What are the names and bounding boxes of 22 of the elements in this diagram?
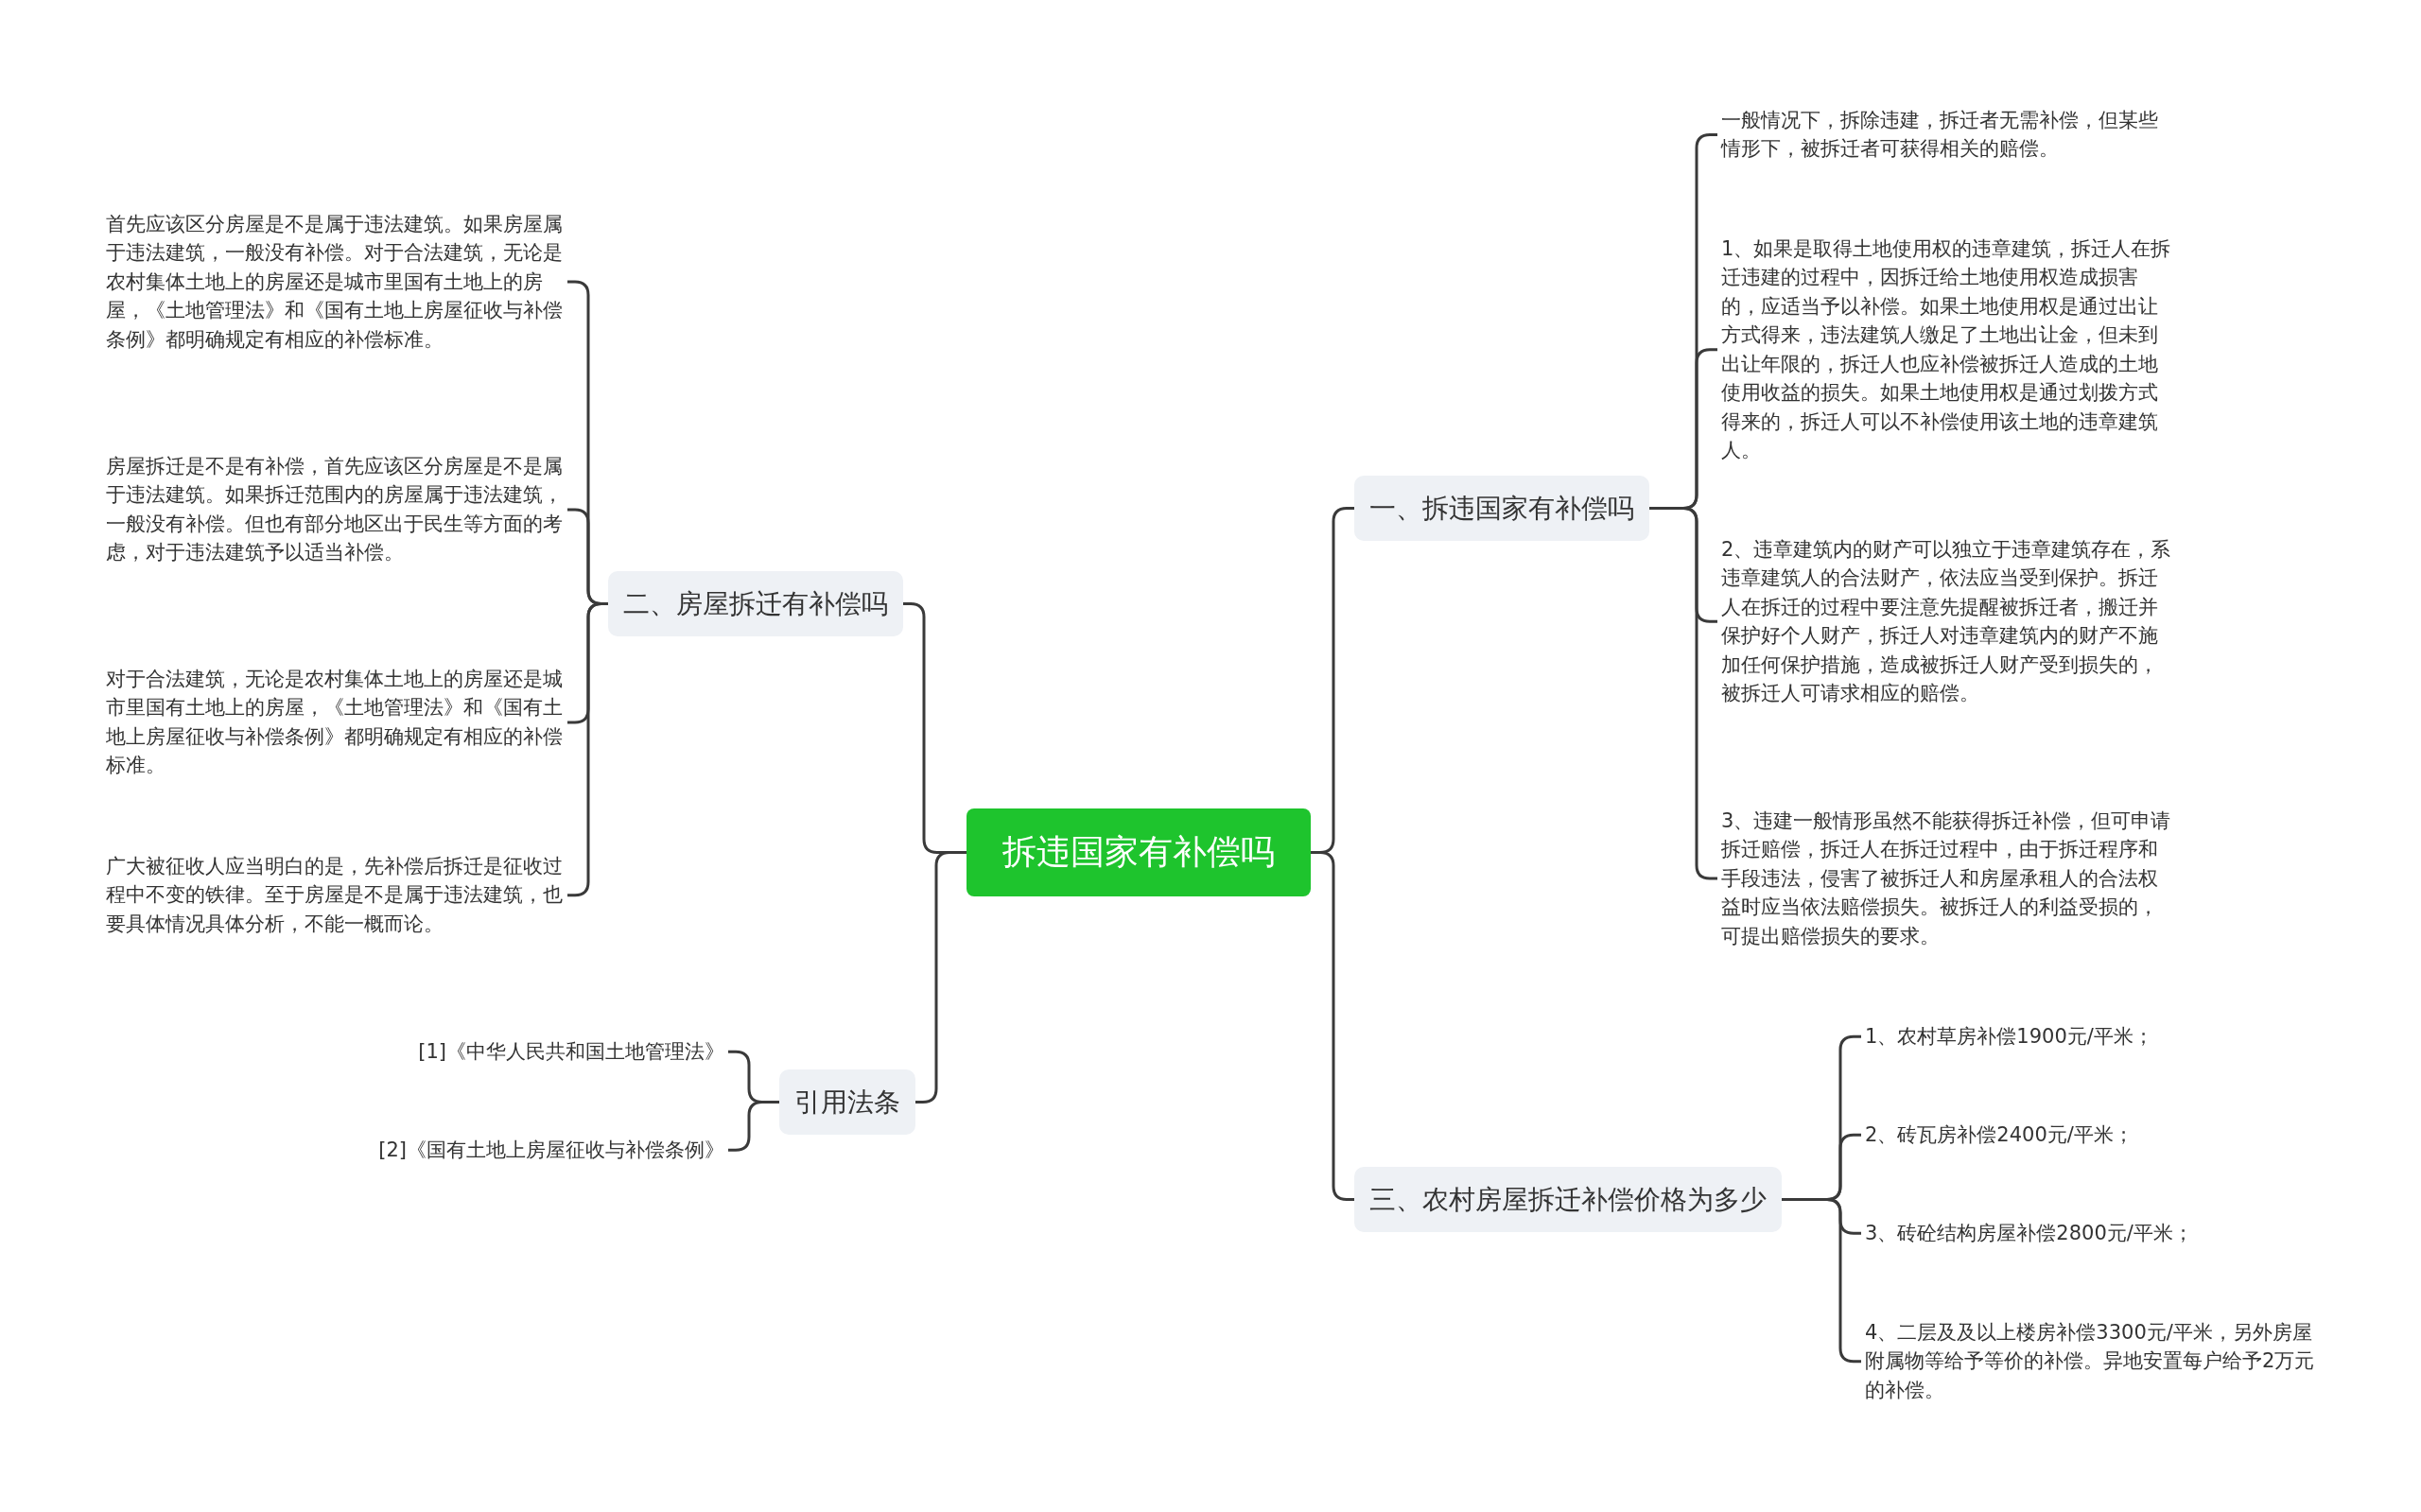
topic-box: 二、房屋拆迁有补偿吗 [608,571,903,636]
subtopic-text: 4、二层及及以上楼房补偿3300元/平米，另外房屋附属物等给予等价的补偿。异地安置每户给予2万元的补偿。 [1861,1318,2334,1405]
subtopic-text: 3、砖砼结构房屋补偿2800元/平米； [1861,1219,2391,1248]
connector-line [1311,851,1354,1201]
subtopic-text: 广大被征收人应当明白的是，先补偿后拆迁是征收过程中不变的铁律。至于房屋是不是属于违法建筑，也要具体情况具体分析，不能一概而论。 [102,852,567,939]
topic-box: 引用法条 [779,1069,915,1135]
subtopic-text: [1]《中华人民共和国土地管理法》 [312,1037,728,1067]
connector-line [1649,507,1717,880]
connector-line [915,851,967,1104]
subtopic-text: 对于合法建筑，无论是农村集体土地上的房屋还是城市里国有土地上的房屋，《土地管理法》和《国有土地上房屋征收与补偿条例》都明确规定有相应的补偿标准。 [102,665,567,780]
subtopic-text: 房屋拆迁是不是有补偿，首先应该区分房屋是不是属于违法建筑。如果拆迁范围内的房屋属于违法建筑，一般没有补偿。但也有部分地区出于民生等方面的考虑，对于违法建筑予以适当补偿。 [102,452,567,567]
subtopic-text: 2、砖瓦房补偿2400元/平米； [1861,1121,2391,1150]
subtopic-text: 首先应该区分房屋是不是属于违法建筑。如果房屋属于违法建筑，一般没有补偿。对于合法建筑，无论是农村集体土地上的房屋还是城市里国有土地上的房屋，《土地管理法》和《国有土地上房屋征收与补偿条例》都明确规定有相应的补偿标准。 [102,210,567,355]
subtopic-text: 一般情况下，拆除违建，拆迁者无需补偿，但某些情形下，被拆迁者可获得相关的赔偿。 [1717,106,2181,164]
subtopic-text: 2、违章建筑内的财产可以独立于违章建筑存在，系违章建筑人的合法财产，依法应当受到保护。拆迁人在拆迁的过程中要注意先提醒被拆迁者，搬迁并保护好个人财产，拆迁人对违章建筑内的财产不施加任何保护措施，造成被拆迁人财产受到损失的，被拆迁人可请求相应的赔偿。 [1717,535,2181,708]
topic-box: 一、拆违国家有补偿吗 [1354,476,1649,541]
subtopic-text: 1、农村草房补偿1900元/平米； [1861,1022,2391,1051]
subtopic-text: [2]《国有土地上房屋征收与补偿条例》 [312,1136,728,1165]
subtopic-text: 1、如果是取得土地使用权的违章建筑，拆迁人在拆迁违建的过程中，因拆迁给土地使用权造成损害的，应适当予以补偿。如果土地使用权是通过出让方式得来，违法建筑人缴足了土地出让金，但未到出让年限的，拆迁人也应补偿被拆迁人造成的土地使用收益的损失。如果土地使用权是通过划拨方式得来的，拆迁人可以不补偿使用该土地的违章建筑人。 [1717,235,2181,465]
topic-box: 三、农村房屋拆迁补偿价格为多少 [1354,1167,1782,1232]
subtopic-text: 3、违建一般情形虽然不能获得拆迁补偿，但可申请拆迁赔偿，拆迁人在拆迁过程中，由于拆迁程序和手段违法，侵害了被拆迁人和房屋承租人的合法权益时应当依法赔偿损失。被拆迁人的利益受损的，可提出赔偿损失的要求。 [1717,807,2181,951]
central-topic: 拆违国家有补偿吗 [967,808,1311,896]
